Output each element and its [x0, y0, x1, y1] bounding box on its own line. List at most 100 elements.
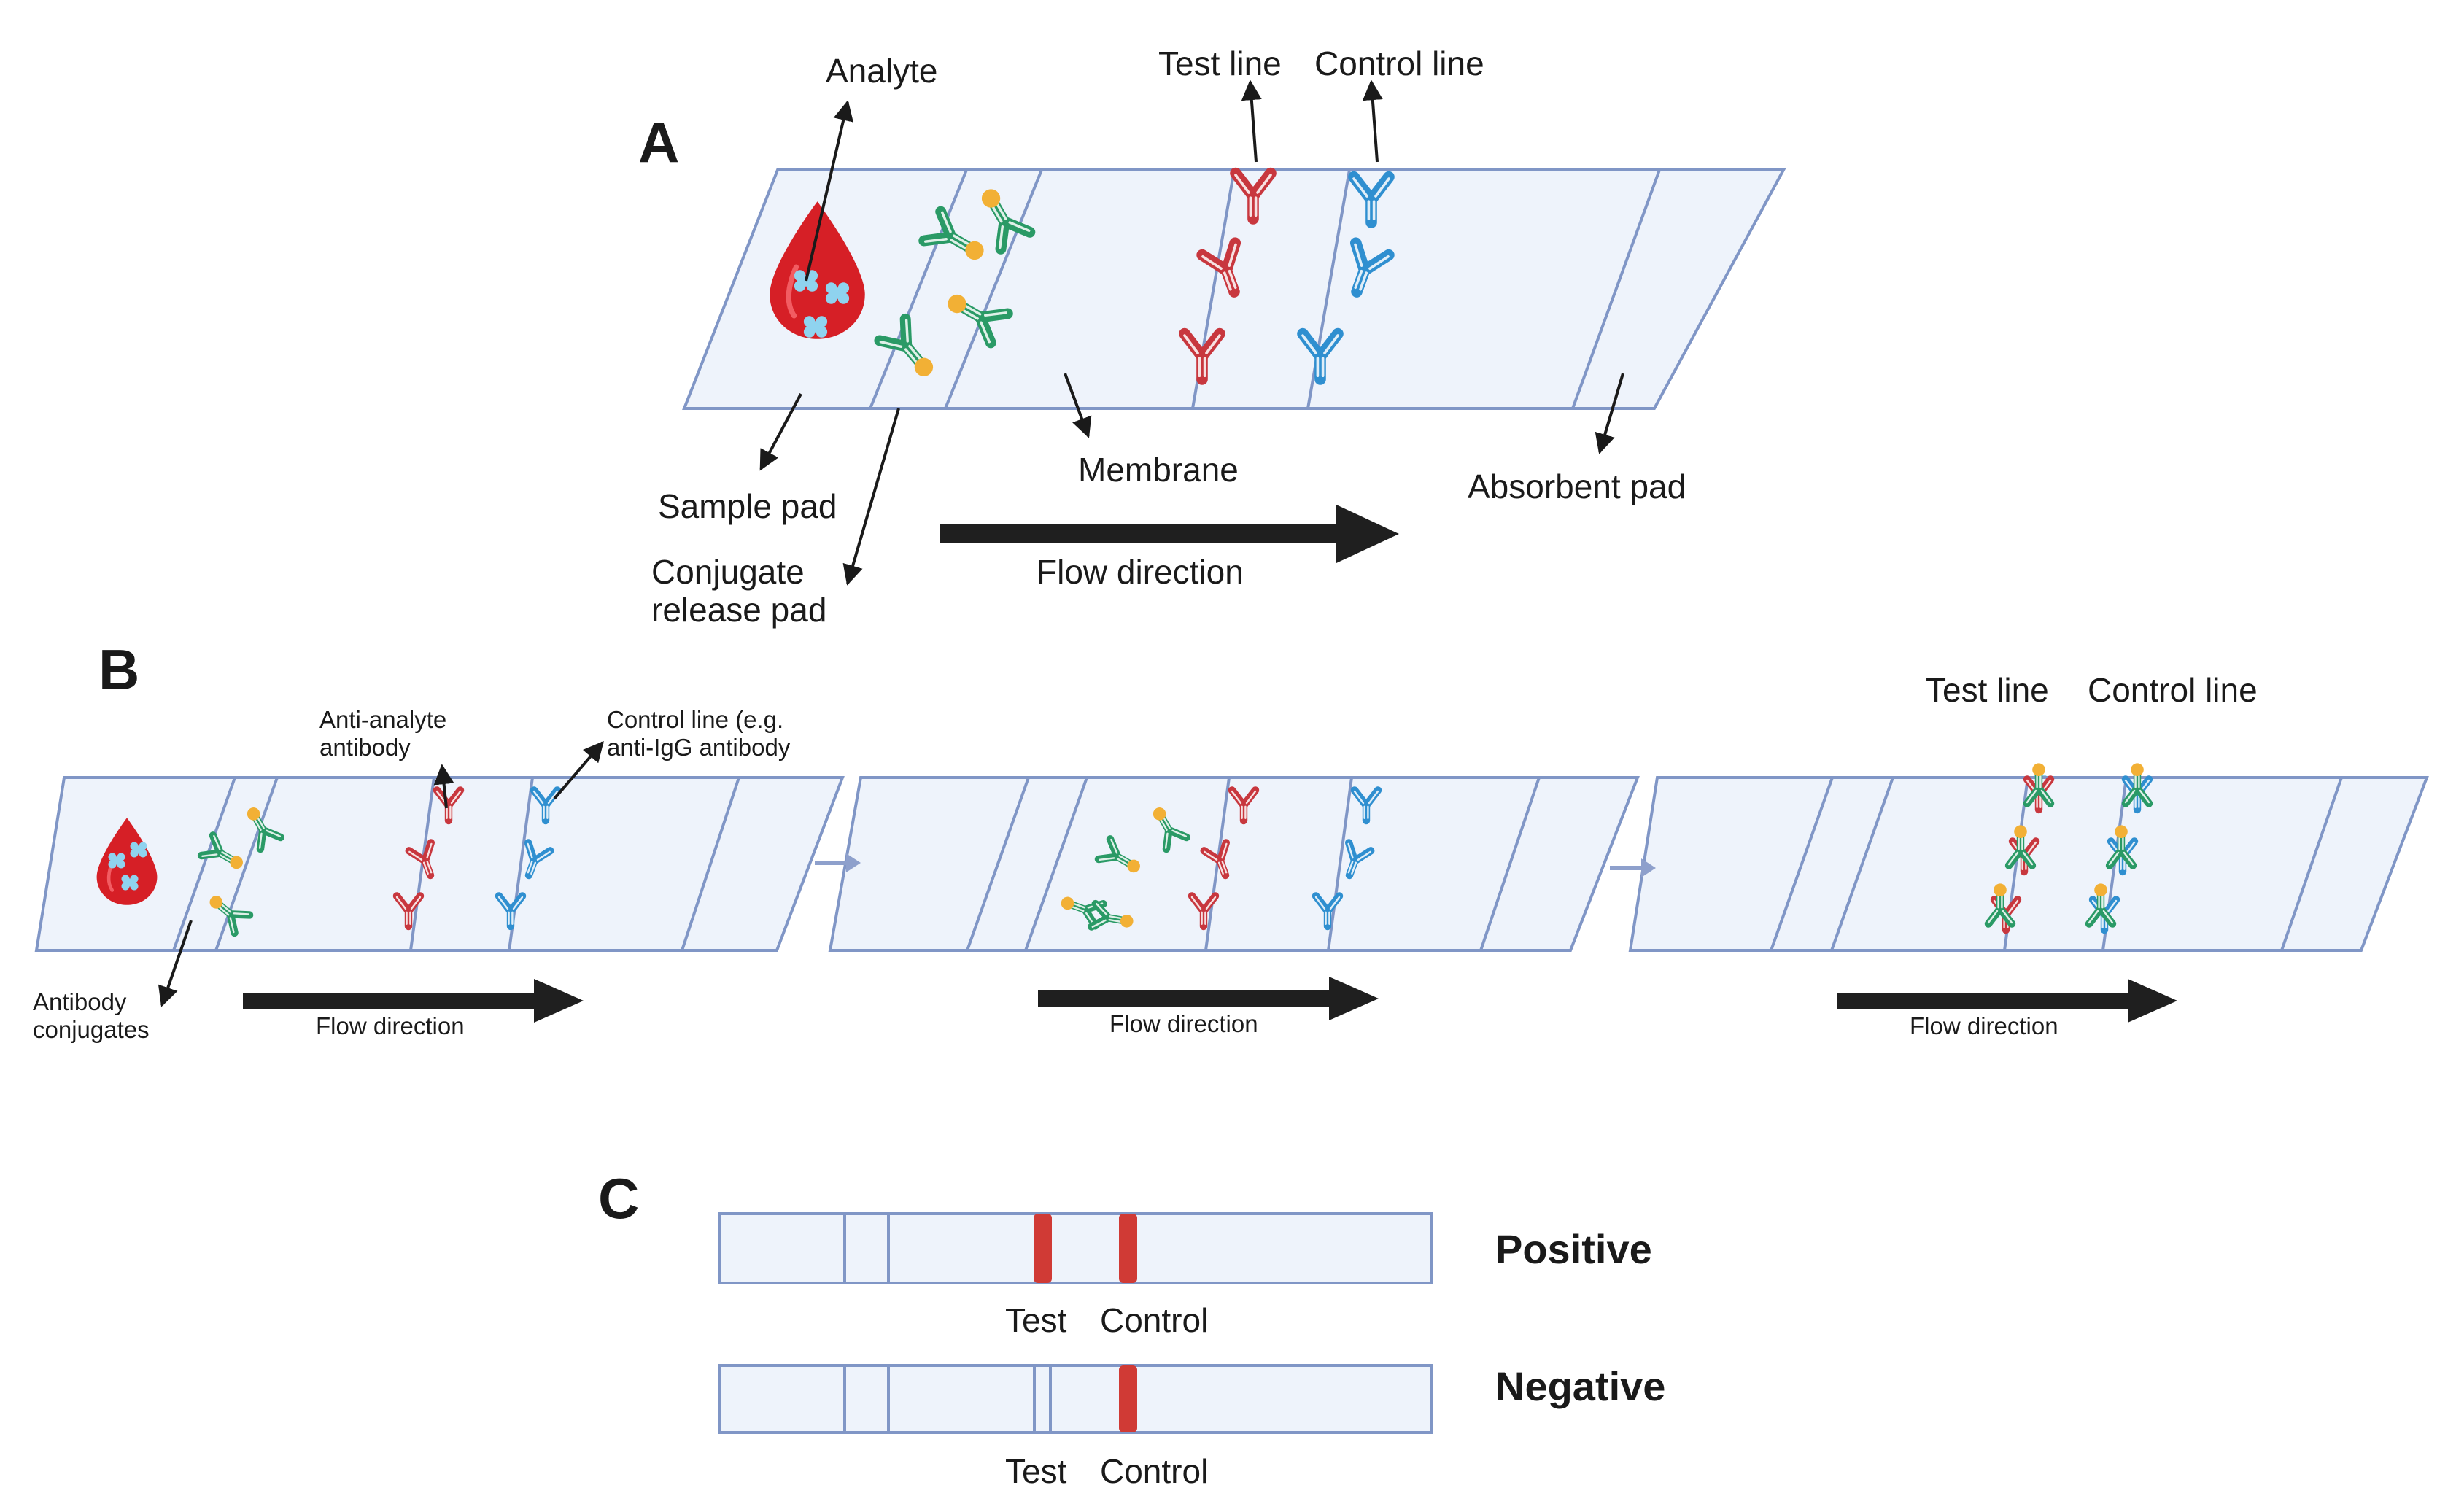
transition-arrow-2 — [1610, 858, 1656, 877]
conjugate-pad-label-line-2: release pad — [651, 591, 826, 629]
antibody-icon — [1196, 237, 1241, 298]
panel-a-divider-membrane-absorbent — [1571, 169, 1661, 409]
gold-particle-icon — [209, 896, 223, 909]
antibody-icon — [981, 189, 1036, 255]
panel-b-strip-3-divider-2 — [1830, 777, 1894, 951]
panel-b-strip-1-divider-absorbent — [681, 777, 740, 951]
gold-particle-icon — [981, 189, 1001, 208]
panel-b: B — [33, 637, 2429, 1043]
antibody-icon — [1312, 892, 1344, 931]
analyte-icon — [794, 270, 818, 292]
membrane-label: Membrane — [1078, 451, 1239, 489]
transition-arrow-1 — [815, 853, 861, 872]
panel-b-strip-1-divider-2 — [214, 777, 279, 951]
antibody-icon — [392, 892, 425, 931]
conjugate-pad-label-line-1: Conjugate — [651, 553, 805, 591]
antibody-icon — [197, 831, 243, 869]
sample-pad-label: Sample pad — [658, 487, 837, 525]
antibody-icon — [948, 294, 1013, 349]
panel-b-strip-2-divider-1 — [966, 777, 1030, 951]
panel-b-letter: B — [98, 637, 139, 702]
panel-a-letter: A — [638, 110, 679, 174]
analyte-icon — [130, 842, 147, 858]
flow-arrow-a — [940, 505, 1399, 563]
positive-test-line — [1034, 1214, 1052, 1283]
gold-particle-icon — [2115, 825, 2128, 838]
test-line-label: Test line — [1158, 44, 1282, 82]
test-line-b-label: Test line — [1926, 671, 2049, 709]
antibody-conjugates-label-line-2: conjugates — [33, 1016, 150, 1043]
antibody-icon — [2085, 883, 2117, 928]
gold-particle-icon — [1153, 807, 1166, 821]
sample-pad-pointer — [759, 393, 802, 471]
control-line-b3-label: Control line — [2088, 671, 2258, 709]
gold-particle-icon — [965, 241, 984, 260]
antibody-icon — [405, 839, 435, 880]
flow-arrow-b1 — [243, 979, 584, 1023]
panel-b-strip-3-divider-1 — [1770, 777, 1834, 951]
gold-particle-icon — [1127, 859, 1140, 873]
panel-b-strip-2-divider-absorbent — [1479, 777, 1541, 951]
antibody-conjugates-label-line-1: Antibody — [33, 988, 127, 1015]
negative-test-label: Test — [1005, 1452, 1067, 1490]
control-line-pointer — [1362, 80, 1383, 163]
absorbent-pad-pointer — [1595, 373, 1624, 454]
gold-particle-icon — [247, 807, 260, 821]
control-line-label: Control line — [1314, 44, 1484, 82]
flow-arrow-b3 — [1837, 979, 2177, 1023]
panel-b-strip-2-divider-2 — [1024, 777, 1088, 951]
antibody-icon — [1088, 899, 1134, 931]
analyte-icon — [803, 316, 828, 338]
antibody-icon — [1984, 883, 2016, 928]
analyte-icon — [825, 282, 850, 304]
flow-arrow-b2 — [1038, 977, 1379, 1020]
negative-control-line — [1119, 1365, 1137, 1432]
anti-analyte-label-line-1: Anti-analyte — [319, 706, 446, 733]
gold-particle-icon — [230, 856, 243, 869]
gold-particle-icon — [948, 294, 966, 314]
negative-label: Negative — [1495, 1363, 1665, 1409]
positive-strip — [718, 1212, 1433, 1284]
analyte-icon — [121, 875, 139, 891]
panel-b-strip-3-divider-absorbent — [2280, 777, 2343, 951]
antibody-icon — [433, 786, 465, 825]
antibody-icon — [918, 206, 984, 260]
flow-direction-label-b2: Flow direction — [1109, 1010, 1258, 1037]
antibody-icon — [1188, 892, 1220, 931]
antibody-icon — [1349, 237, 1395, 298]
panel-b-strip-1-divider-1 — [172, 777, 236, 951]
antibody-icon — [1094, 835, 1140, 873]
gold-particle-icon — [2131, 763, 2144, 776]
anti-analyte-label-line-2: antibody — [319, 734, 411, 761]
antibody-icon — [2004, 825, 2037, 869]
anti-analyte-pointer — [433, 764, 454, 809]
negative-control-label: Control — [1100, 1452, 1208, 1490]
antibody-icon — [1344, 839, 1375, 880]
antibody-icon — [495, 892, 527, 931]
antibody-icon — [1179, 327, 1225, 385]
conjugate-pad-pointer — [842, 408, 900, 586]
analyte-pointer — [805, 100, 853, 282]
gold-particle-icon — [1120, 915, 1134, 928]
antibody-icon — [874, 313, 934, 376]
antibody-icon — [2121, 763, 2153, 807]
flow-direction-label-a: Flow direction — [1037, 553, 1244, 591]
antibody-icon — [2105, 825, 2137, 869]
panel-b-strip-2-divider-control — [1327, 777, 1353, 951]
antibody-icon — [1153, 807, 1190, 853]
antibody-icon — [530, 786, 562, 825]
gold-particle-icon — [2014, 825, 2027, 838]
analyte-icon — [108, 853, 125, 869]
test-line-pointer — [1241, 80, 1262, 163]
panel-b-strip-1 — [34, 776, 845, 952]
membrane-pointer — [1064, 373, 1092, 438]
antibody-icon — [209, 896, 254, 937]
positive-test-label: Test — [1005, 1301, 1067, 1339]
panel-b-antibodies — [197, 763, 2153, 937]
antibody-icon — [1350, 786, 1382, 825]
positive-label: Positive — [1495, 1226, 1652, 1272]
flow-direction-label-b3: Flow direction — [1910, 1012, 2058, 1039]
gold-particle-icon — [1994, 883, 2007, 896]
antibody-icon — [1200, 839, 1231, 880]
